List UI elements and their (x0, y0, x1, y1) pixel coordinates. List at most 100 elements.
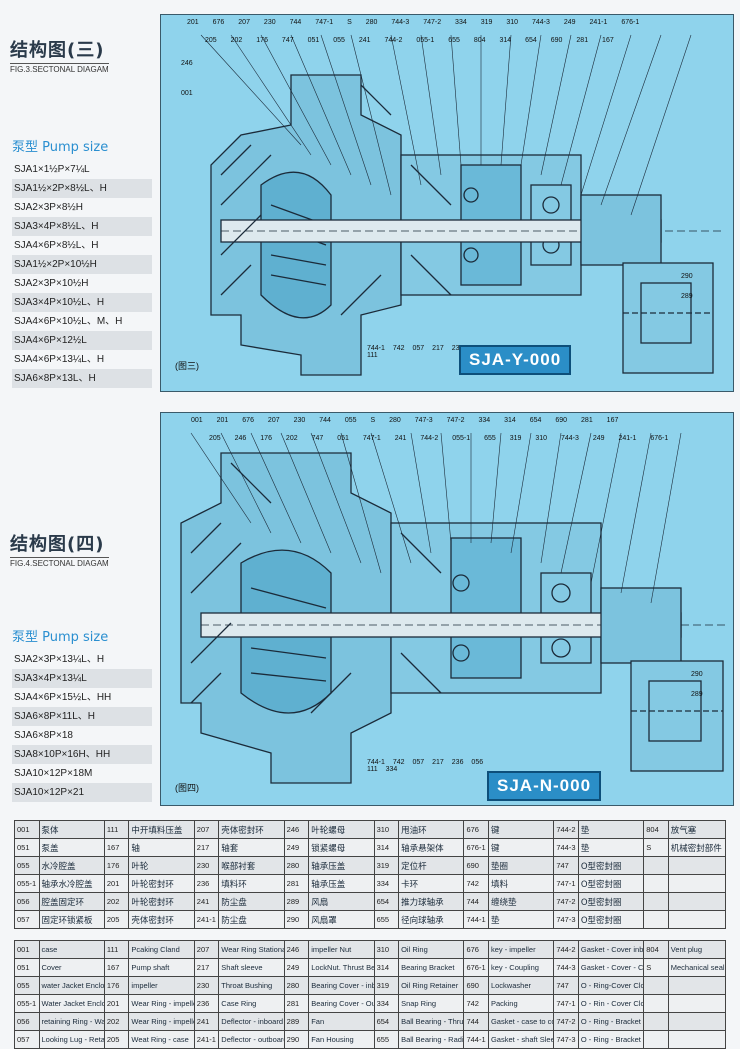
part-number: 201 (103, 874, 130, 893)
part-name: O - Ring - Bracket Closure 1. D. (577, 1012, 645, 1031)
part-number: 676 (463, 820, 489, 839)
part-name: Bearing Cover - Outboard (308, 994, 375, 1013)
section3-pump-size-item: SJA4×6P×10½L、M、H (14, 316, 123, 327)
part-number: 334 (373, 994, 400, 1013)
part-number: 654 (373, 1012, 400, 1031)
part-callout: 290 (691, 671, 703, 678)
part-name: 垫 (577, 838, 645, 857)
part-number: 690 (463, 976, 489, 995)
part-callout: 236 (451, 759, 464, 766)
part-callout: 280 (365, 19, 378, 26)
part-number: 289 (283, 1012, 310, 1031)
part-name: Pump shaft (128, 958, 195, 977)
part-callout: 654 (525, 37, 537, 44)
section4-pump-size-item: SJA6×8P×18 (14, 730, 73, 741)
section3-detail-callouts: 290 289 (681, 267, 701, 307)
part-number: 314 (373, 838, 400, 857)
part-callout: 281 (576, 37, 589, 44)
section3-title: 结构图(三) FIG.3.SECTONAL DIAGAM (10, 36, 109, 74)
part-name (667, 856, 727, 875)
section4-title-en: FIG.4.SECTONAL DIAGAM (10, 557, 109, 568)
part-name: Bearing Bracket (398, 958, 465, 977)
part-name: Snap Ring (398, 994, 465, 1013)
part-callout: 111 (367, 352, 378, 359)
section3-pump-size-item: SJA4×6P×8½L、H (14, 240, 99, 251)
part-number: 057 (14, 910, 40, 929)
section3-pump-size-item: SJA1½×2P×10½H (12, 255, 152, 274)
part-callout: 676-1 (621, 19, 640, 26)
section4-fig-note: (图四) (175, 783, 199, 793)
part-name: 叶轮螺母 (308, 820, 375, 839)
part-name: Shaft sleeve (218, 958, 285, 977)
part-callout: 205 (205, 37, 217, 44)
part-callout: 747-3 (414, 417, 433, 424)
part-callout: 246 (181, 60, 193, 67)
part-name (667, 994, 727, 1013)
part-callout: 230 (293, 417, 306, 424)
part-number: 804 (643, 940, 669, 959)
part-callout: 744-3 (391, 19, 410, 26)
part-callout: 804 (473, 37, 486, 44)
part-number: 747-3 (553, 1030, 579, 1049)
part-name: 垫 (577, 820, 645, 839)
part-number: 676 (463, 940, 489, 959)
part-callout: 176 (260, 435, 272, 442)
section3-left-callouts: 246 001 (181, 49, 193, 109)
part-callout: 290 (681, 273, 693, 280)
part-number: 207 (193, 820, 220, 839)
part-callout: 202 (230, 37, 243, 44)
part-number: 676-1 (463, 958, 489, 977)
part-callout: 744-2 (420, 435, 439, 442)
part-name: 定位杆 (398, 856, 465, 875)
part-number: 217 (193, 958, 220, 977)
part-callout: 202 (285, 435, 298, 442)
section3-pump-size-item: SJA3×4P×10½L、H (12, 293, 152, 312)
part-name: 轴承压盖 (308, 874, 375, 893)
section3-pump-size-item: SJA6×8P×13L、H (12, 369, 152, 388)
part-callout: 051 (337, 435, 349, 442)
part-callout: 051 (307, 37, 320, 44)
section3-top-callouts-2: 205 202 176 747 051 055 241 744-2 055-1 … (205, 37, 614, 44)
part-name: Fan Housing (308, 1030, 375, 1049)
part-number: 744 (463, 1012, 489, 1031)
part-callout: 747-2 (423, 19, 442, 26)
section3-drawing: 201 676 207 230 744 747-1 S 280 744-3 74… (160, 14, 734, 392)
section4-pump-size-item: SJA6×8P×11L、H (12, 707, 152, 726)
section4-pump-size-item: SJA10×12P×18M (14, 768, 93, 779)
part-callout: 334 (385, 766, 398, 773)
section3-pump-size-item: SJA3×4P×8½L、H (12, 217, 152, 236)
part-callout: 057 (412, 759, 425, 766)
part-number (643, 892, 669, 911)
section4-title-cn: 结构图(四) (10, 534, 105, 555)
part-name: impeller (128, 976, 195, 995)
part-number: 249 (283, 958, 310, 977)
part-name: 防尘盘 (218, 910, 285, 929)
part-number (643, 1030, 669, 1049)
part-number: 289 (283, 892, 310, 911)
part-callout: 744 (289, 19, 302, 26)
part-callout: 319 (480, 19, 493, 26)
part-name: 中开填料压盖 (128, 820, 195, 839)
part-number: 742 (463, 994, 489, 1013)
part-name: 泵体 (38, 820, 105, 839)
part-name: 叶轮密封环 (128, 874, 195, 893)
part-name: Cover (38, 958, 105, 977)
part-number: 236 (193, 994, 220, 1013)
part-name: Gasket - Cover - Coupling End (577, 958, 645, 977)
part-callout: 319 (509, 435, 522, 442)
part-number: 655 (373, 1030, 400, 1049)
part-name: Pcaking Cland (128, 940, 195, 959)
part-name (667, 910, 727, 929)
part-name: Lockwasher (487, 976, 555, 995)
part-name: Ball Bearing - Thrust (398, 1012, 465, 1031)
part-callout: 676 (242, 417, 254, 424)
part-callout: 742 (392, 759, 405, 766)
section3-pump-size-item: SJA2×3P×8½H (14, 202, 83, 213)
part-callout: 205 (209, 435, 221, 442)
part-number: 249 (283, 838, 310, 857)
part-number: 747-1 (553, 994, 579, 1013)
section4-pump-size-item: SJA2×3P×13¼L、H (14, 654, 105, 665)
part-name: LockNut. Thrust Bearing (308, 958, 375, 977)
